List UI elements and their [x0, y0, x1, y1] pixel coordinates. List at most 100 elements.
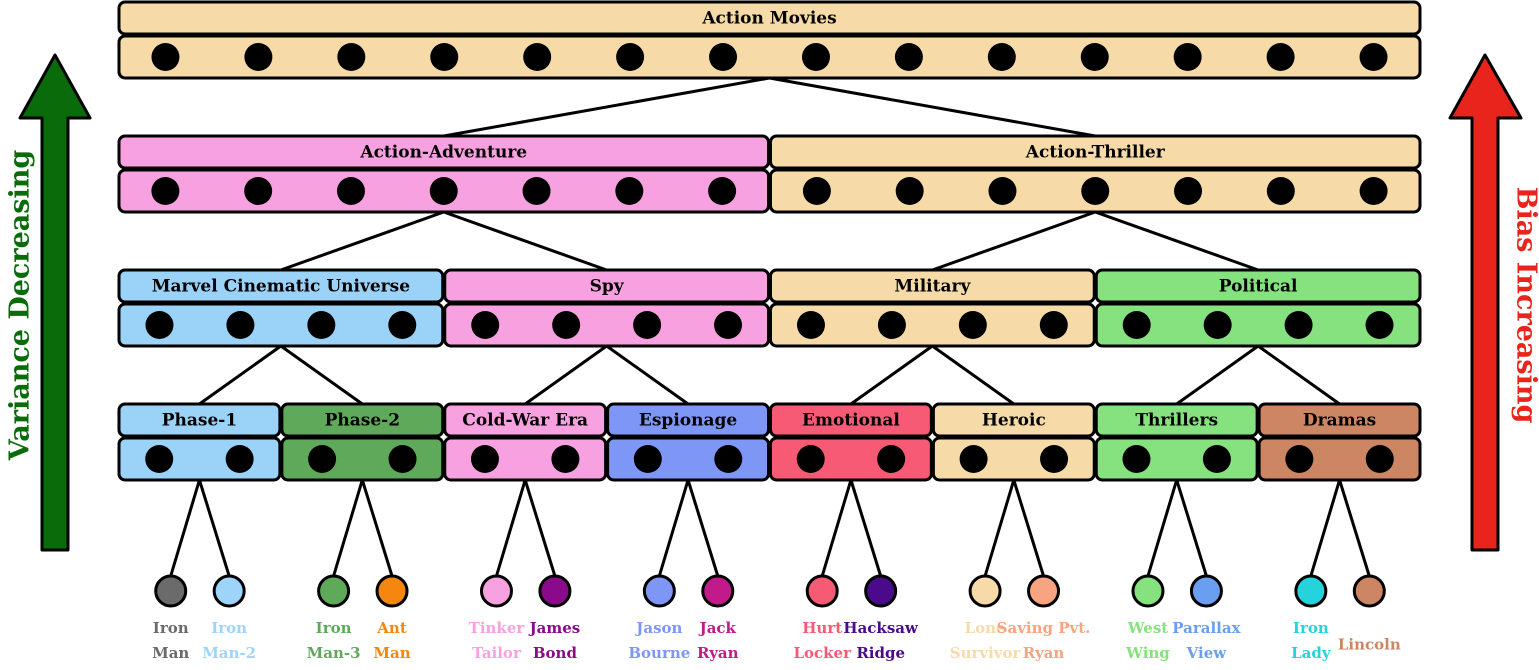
neuron-dot — [988, 43, 1016, 71]
neuron-dot — [145, 445, 173, 473]
neuron-dot — [244, 43, 272, 71]
neuron-dot — [307, 311, 335, 339]
movie-label: Jason — [634, 619, 682, 637]
node-title: Phase-2 — [325, 411, 400, 431]
node-action-adventure: Action-Adventure — [119, 136, 769, 212]
neuron-dot — [988, 177, 1016, 205]
leaf-edge — [199, 480, 229, 576]
movie-label: Hurt — [802, 619, 842, 637]
leaf-edge — [688, 480, 718, 576]
neuron-dot — [708, 177, 736, 205]
node-title: Military — [894, 277, 971, 297]
node-espionage: Espionage — [608, 404, 769, 480]
neuron-dot — [877, 445, 905, 473]
tree-edge — [932, 212, 1095, 270]
movie-label: James — [528, 619, 581, 637]
movie-label: Man — [152, 644, 189, 662]
neuron-dot — [244, 177, 272, 205]
movie-node — [377, 576, 407, 606]
node-action-thriller: Action-Thriller — [771, 136, 1421, 212]
node-spy: Spy — [445, 270, 769, 346]
neuron-dot — [337, 43, 365, 71]
neuron-dot — [1123, 311, 1151, 339]
variance-arrow: Variance Decreasing — [5, 55, 91, 550]
movie-node — [481, 576, 511, 606]
node-title: Action-Adventure — [359, 143, 527, 163]
leaf-edge — [171, 480, 200, 576]
tree-edge — [1258, 346, 1339, 404]
movie-node — [1354, 576, 1384, 606]
node-thrillers: Thrillers — [1096, 404, 1257, 480]
neuron-dot — [960, 445, 988, 473]
node-unit-box — [608, 438, 769, 480]
node-title: Thrillers — [1135, 411, 1218, 431]
neuron-dot — [1285, 311, 1313, 339]
leaf-edge — [1014, 480, 1044, 576]
node-title: Heroic — [982, 411, 1046, 431]
movie-label: Parallax — [1172, 619, 1241, 637]
neuron-dot — [523, 177, 551, 205]
movie-node — [540, 576, 570, 606]
movie-label: Hacksaw — [843, 619, 919, 637]
movie-node — [214, 576, 244, 606]
neuron-dot — [1081, 177, 1109, 205]
bias-arrow-shape — [1450, 55, 1521, 550]
neuron-dot — [895, 43, 923, 71]
tree-edge — [281, 212, 444, 270]
leaf-edge — [1148, 480, 1177, 576]
neuron-dot — [1174, 43, 1202, 71]
movie-label: Ryan — [1023, 644, 1065, 662]
movie-label: Bourne — [628, 644, 690, 662]
node-political: Political — [1096, 270, 1420, 346]
movie-label: Survivor — [950, 644, 1022, 662]
movie-node — [1133, 576, 1163, 606]
leaf-edge — [362, 480, 392, 576]
node-cold-war-era: Cold-War Era — [445, 404, 606, 480]
node-phase-1: Phase-1 — [119, 404, 280, 480]
neuron-dot — [471, 311, 499, 339]
neuron-dot — [1366, 311, 1394, 339]
neuron-dot — [615, 177, 643, 205]
bias-arrow: Bias Increasing — [1450, 55, 1539, 550]
node-phase-2: Phase-2 — [282, 404, 443, 480]
movie-label: Jack — [698, 619, 737, 637]
tree-edge — [281, 346, 362, 404]
leaf-edge — [1177, 480, 1207, 576]
movie-label: Saving Pvt. — [997, 619, 1091, 637]
movie-leaf: Lincoln — [1338, 576, 1401, 654]
node-unit-box — [445, 438, 606, 480]
movie-label: Iron — [153, 619, 189, 637]
movie-label: Man-3 — [307, 644, 361, 662]
neuron-dot — [1366, 445, 1394, 473]
movie-label: Tailor — [472, 644, 522, 662]
variance-label: Variance Decreasing — [5, 150, 36, 462]
movie-label: Iron — [1293, 619, 1329, 637]
neuron-dot — [523, 43, 551, 71]
tree-edge — [199, 346, 280, 404]
node-emotional: Emotional — [771, 404, 932, 480]
leaf-layer: IronManIronMan-2IronMan-3AntManTinkerTai… — [152, 576, 1401, 662]
leaf-edge — [822, 480, 851, 576]
neuron-dot — [1360, 177, 1388, 205]
movie-label: Ryan — [697, 644, 739, 662]
node-dramas: Dramas — [1259, 404, 1420, 480]
tree-edge — [525, 346, 606, 404]
movie-label: Lincoln — [1338, 636, 1401, 654]
movie-label: Bond — [533, 644, 578, 662]
node-unit-box — [282, 438, 443, 480]
neuron-dot — [308, 445, 336, 473]
movie-label: Ridge — [856, 644, 905, 662]
tree-edge — [444, 212, 607, 270]
neuron-dot — [145, 311, 173, 339]
tree-edge — [1095, 212, 1258, 270]
node-unit-box — [771, 438, 932, 480]
node-marvel-cinematic-universe: Marvel Cinematic Universe — [119, 270, 443, 346]
